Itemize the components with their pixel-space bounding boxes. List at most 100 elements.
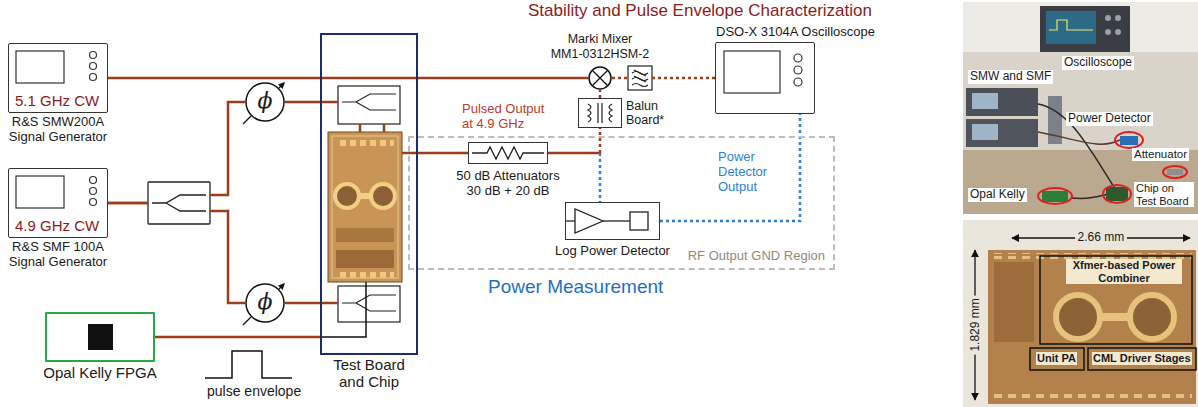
low-pass-filter — [628, 66, 652, 90]
instrument-name: Marki Mixer — [568, 32, 633, 46]
board-trace — [320, 302, 338, 305]
chip-die-photo — [988, 250, 1196, 404]
chip-die-photo — [1100, 313, 1130, 321]
node-outline — [588, 66, 612, 90]
lab-setup-photo — [1115, 132, 1143, 148]
instrument-name: R&S SMF 100A Signal Generator — [4, 240, 112, 270]
detector-output-note: Power Detector Output — [718, 150, 794, 195]
rf-cable — [108, 102, 245, 203]
rf-cable — [548, 128, 600, 153]
photo-callout: Oscilloscope — [1062, 56, 1134, 70]
generator-front-panel — [16, 51, 64, 83]
lab-setup-photo — [1115, 29, 1121, 35]
oscilloscope: DSO-X 3104A Oscilloscope — [715, 42, 815, 114]
board-trace — [320, 282, 366, 337]
chip-photo — [335, 184, 359, 208]
frequency-label: 4.9 GHz CW — [15, 217, 99, 234]
fpga-chip — [88, 324, 113, 350]
transformer-symbol — [588, 103, 612, 123]
chip-die-photo — [963, 220, 1198, 407]
generator-front-panel — [16, 176, 64, 208]
diagram-title: Stability and Pulse Envelope Characteriz… — [528, 1, 872, 21]
photo-callout: Attenuator — [1132, 148, 1189, 161]
amplifier-symbol — [630, 212, 648, 230]
board-splitter-icon — [338, 286, 400, 322]
lab-setup-photo — [1049, 20, 1093, 30]
chip-photo — [328, 132, 402, 282]
rf-cable — [418, 152, 468, 155]
lab-setup-photo — [1105, 15, 1111, 21]
rf-cable — [285, 302, 320, 305]
pulse-waveform — [205, 351, 292, 378]
photo-callout: Power Detector — [1066, 112, 1153, 126]
photo-callout: Chip on Test Board — [1134, 182, 1194, 207]
rf-cable — [108, 203, 245, 303]
fpga-chip — [88, 324, 113, 350]
chip-photo — [336, 250, 394, 268]
generator-front-panel — [90, 52, 97, 59]
chip-photo — [336, 272, 394, 278]
board-trace — [360, 124, 384, 132]
node-outline — [589, 67, 611, 89]
test-board: Test Board and Chip — [320, 33, 418, 355]
rf-cable — [108, 77, 588, 80]
phase-shifter: ϕ — [245, 82, 285, 122]
chip-die-photo — [1088, 348, 1196, 370]
dimension: 2.66 mm — [1075, 231, 1128, 245]
rf-cable — [285, 101, 320, 104]
fpga-board: Opal Kelly FPGA — [45, 312, 155, 362]
board-splitter-icon — [338, 86, 400, 124]
phase-adjust-arrow — [243, 317, 251, 325]
lab-setup-photo — [972, 124, 998, 140]
lab-setup-photo — [1038, 132, 1120, 144]
lab-setup-photo — [966, 88, 1038, 116]
amplifier-symbol — [575, 209, 603, 233]
control-line — [155, 336, 320, 339]
block-callout: Unit PA — [1036, 352, 1077, 365]
amplifier-symbol — [565, 220, 575, 221]
power-splitter — [148, 182, 210, 224]
lab-setup-photo — [1167, 169, 1183, 175]
transformer-symbol — [598, 103, 602, 123]
chip-die-photo — [1056, 295, 1100, 339]
model-number: MM1-0312HSM-2 — [551, 47, 650, 61]
chip-photo — [328, 132, 402, 282]
generator-front-panel — [90, 188, 97, 195]
lab-setup-photo — [1103, 185, 1131, 203]
pulse-waveform — [205, 351, 292, 378]
mixer-cross — [592, 70, 608, 86]
signal-generator: 4.9 GHz CWR&S SMF 100A Signal Generator — [8, 168, 108, 238]
rf-cable — [599, 90, 602, 98]
lab-setup-photo — [966, 119, 1038, 147]
chip-die-photo — [963, 220, 1198, 407]
lab-setup-photo — [1115, 15, 1121, 21]
chip-die-photo — [992, 394, 1192, 400]
output-note: Pulsed Output at 4.9 GHz — [462, 102, 552, 132]
phase-symbol: ϕ — [258, 88, 273, 113]
attenuator: 50 dB Attenuators 30 dB + 20 dB — [468, 142, 548, 164]
lab-setup-photo — [1106, 187, 1128, 201]
lab-setup-photo — [1038, 188, 1072, 204]
lab-setup-photo — [963, 2, 1198, 214]
board-splitter-icon — [342, 295, 396, 311]
generator-front-panel — [90, 74, 97, 81]
chip-photo — [332, 136, 398, 278]
lab-setup-photo — [1040, 6, 1130, 52]
lab-setup-photo — [963, 2, 1198, 214]
oscilloscope-front-panel — [724, 51, 780, 93]
component-name: 50 dB Attenuators 30 dB + 20 dB — [453, 169, 563, 199]
chip-photo — [336, 140, 394, 146]
balun-board: Balun Board* — [578, 98, 622, 128]
generator-front-panel — [90, 63, 97, 70]
board-splitter-icon — [342, 94, 396, 110]
pulse-caption: pulse envelope — [207, 383, 301, 399]
signal-generator: 5.1 GHz CWR&S SMW200A Signal Generator — [8, 43, 108, 113]
lab-setup-photo — [1120, 136, 1138, 145]
block-callout: Xfmer-based Power Combiner — [1066, 259, 1182, 284]
phase-adjust-arrow — [243, 116, 251, 124]
board-trace — [320, 282, 366, 337]
detector-line — [660, 114, 800, 221]
lab-setup-photo — [1163, 166, 1187, 178]
